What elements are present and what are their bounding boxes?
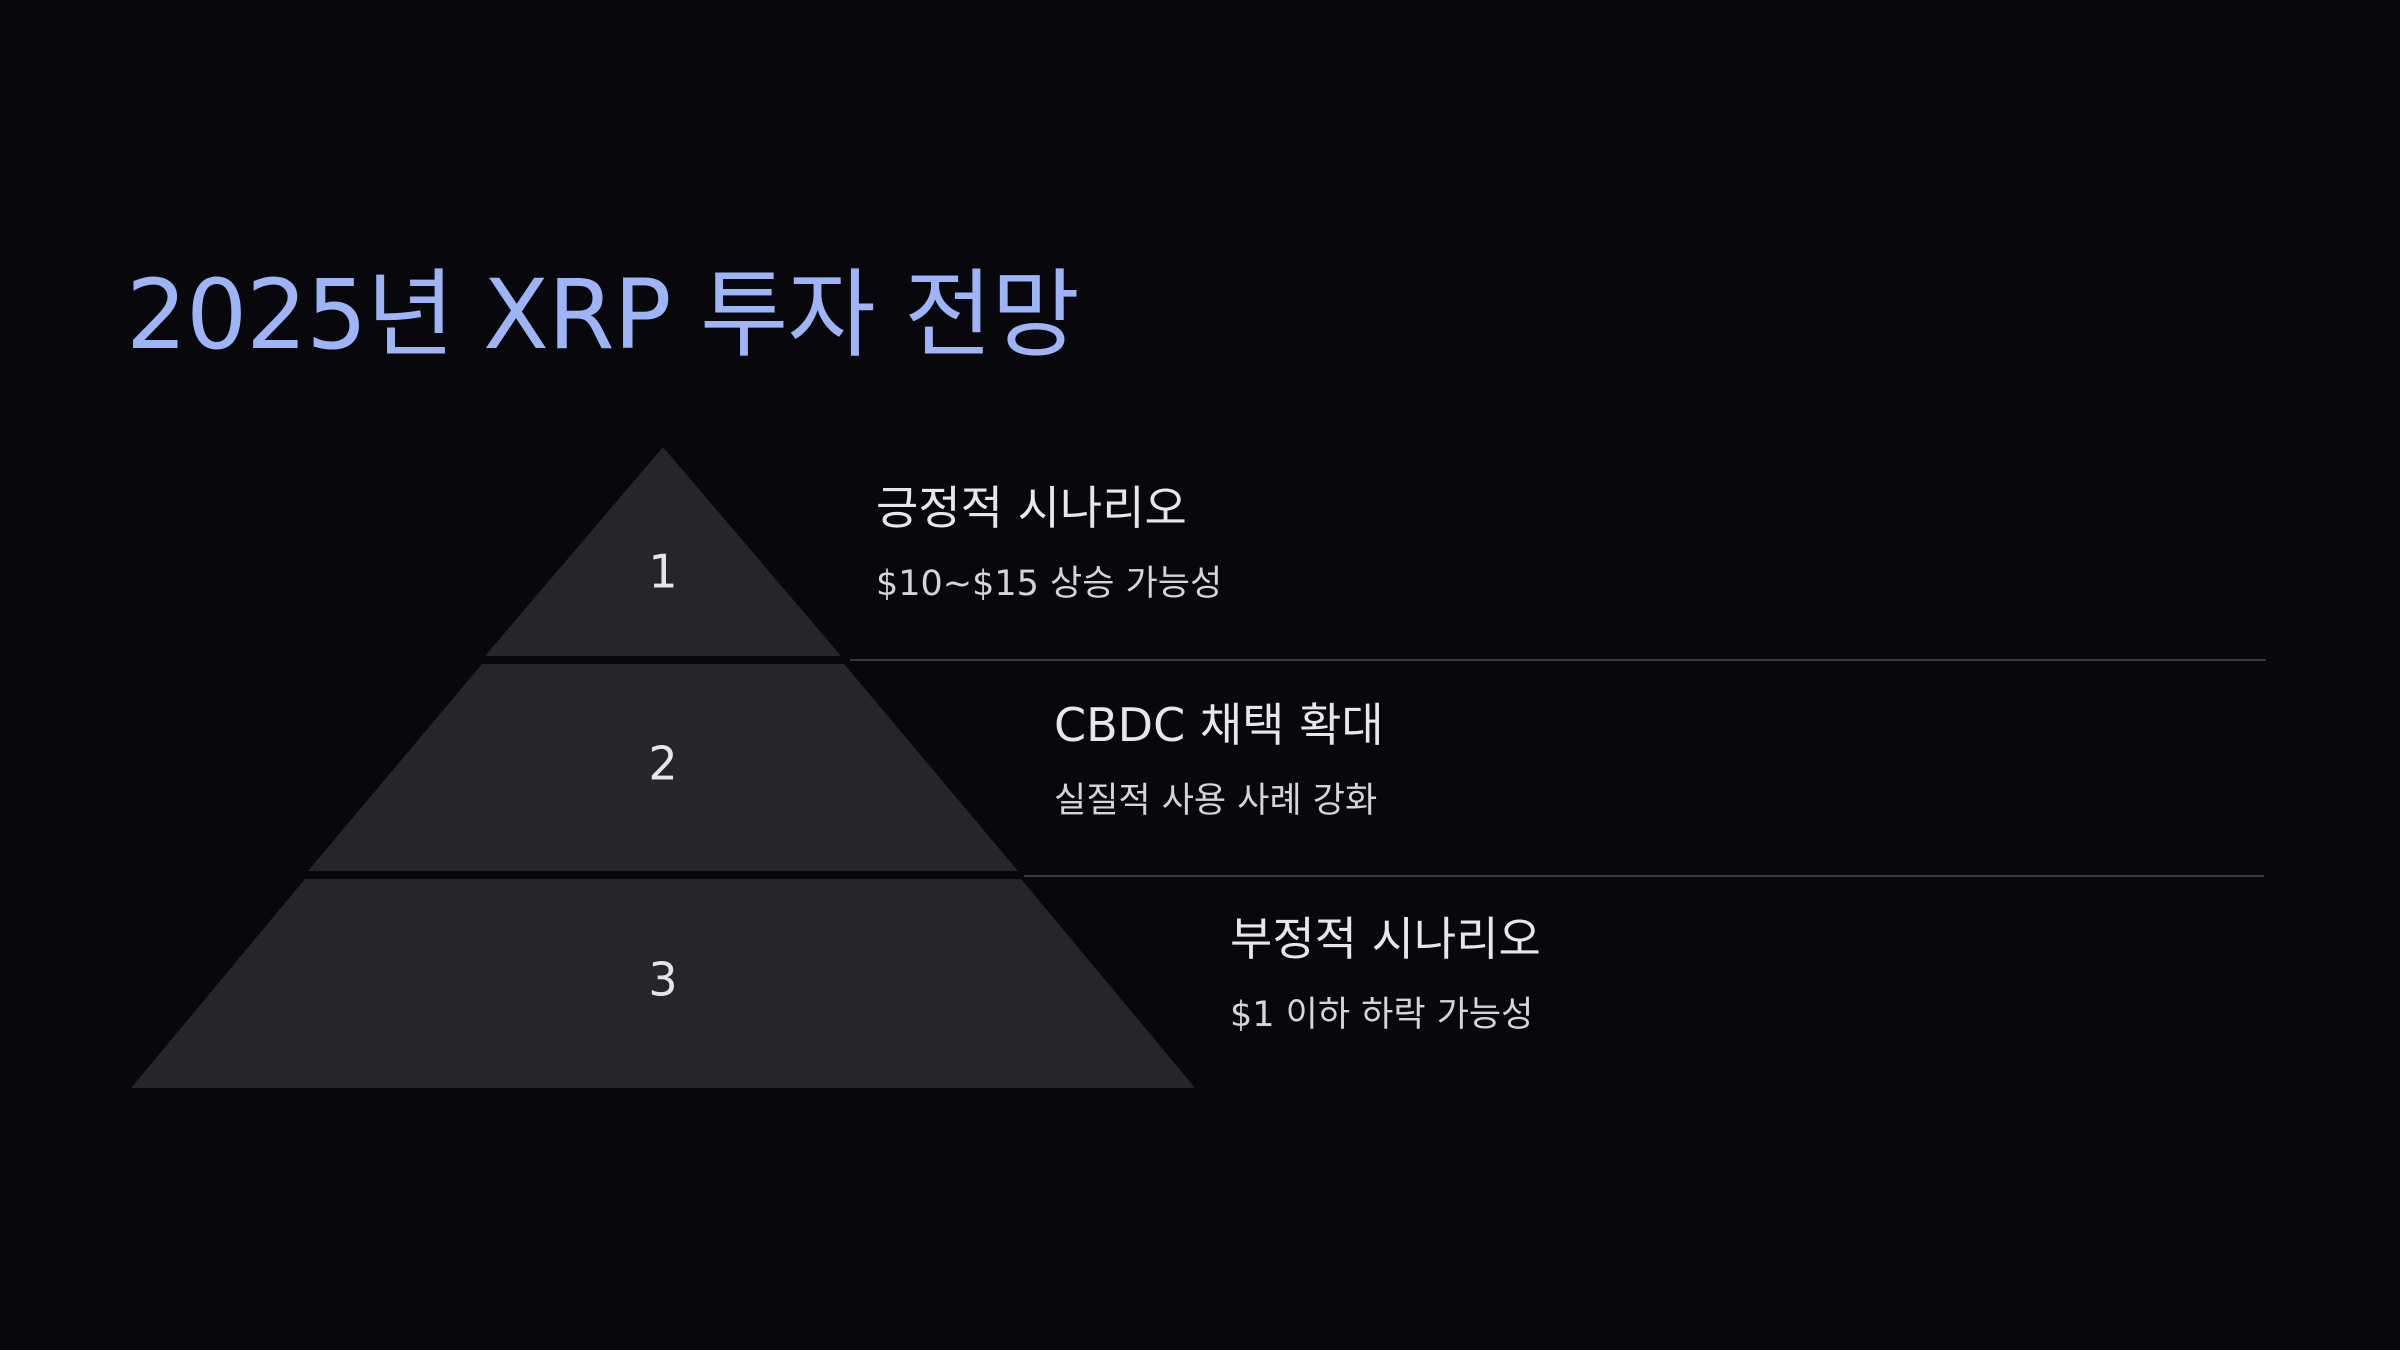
pyramid-tier-1-number: 1 xyxy=(648,545,677,599)
pyramid-tier-1-shape xyxy=(485,447,841,656)
scenario-2: CBDC 채택 확대 실질적 사용 사례 강화 xyxy=(1054,697,1384,823)
pyramid-tier-3: 3 xyxy=(131,879,1195,1088)
pyramid-tier-2-number: 2 xyxy=(648,737,677,791)
pyramid-tier-2: 2 xyxy=(308,664,1018,871)
pyramid-diagram: 1 2 3 xyxy=(131,447,1195,1088)
pyramid-tier-1: 1 xyxy=(485,447,841,656)
scenario-2-heading: CBDC 채택 확대 xyxy=(1054,698,1384,752)
slide-title: 2025년 XRP 투자 전망 xyxy=(126,259,1080,371)
divider-2 xyxy=(1024,875,2264,877)
pyramid-tier-3-number: 3 xyxy=(648,953,677,1007)
scenario-1-description: $10~$15 상승 가능성 xyxy=(876,564,1223,604)
pyramid-tier-2-shape xyxy=(308,664,1018,871)
divider-1 xyxy=(850,659,2266,661)
pyramid-tier-3-shape xyxy=(131,879,1195,1088)
scenario-3: 부정적 시나리오 $1 이하 하락 가능성 xyxy=(1230,911,1541,1037)
scenario-3-description: $1 이하 하락 가능성 xyxy=(1230,995,1534,1035)
scenario-1-heading: 긍정적 시나리오 xyxy=(876,481,1187,535)
scenario-2-description: 실질적 사용 사례 강화 xyxy=(1054,781,1378,821)
scenario-1: 긍정적 시나리오 $10~$15 상승 가능성 xyxy=(876,480,1222,606)
scenario-3-heading: 부정적 시나리오 xyxy=(1230,912,1541,966)
